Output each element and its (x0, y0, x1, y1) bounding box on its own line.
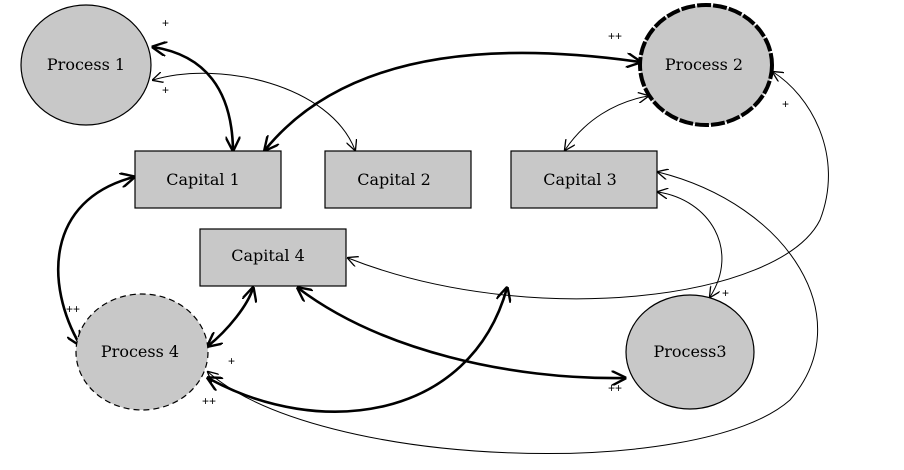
process-3-label: Process3 (653, 342, 726, 361)
edge-process4-upward (208, 288, 507, 413)
edge-capital3-process4 (208, 172, 818, 454)
mark-p4-bottom: ++ (202, 394, 216, 408)
edge-capital4-process4 (208, 288, 253, 346)
edge-capital1-process4 (56, 177, 134, 345)
process-2-label: Process 2 (665, 55, 743, 74)
mark-p3-top: + (722, 286, 729, 300)
edge-capital3-process2 (565, 96, 648, 150)
node-capital-2: Capital 2 (324, 150, 472, 209)
mark-p2-right: + (782, 97, 789, 111)
node-process-4: Process 4 (75, 293, 209, 411)
edge-capital1-process2 (265, 51, 640, 150)
mark-p3-strong: ++ (608, 381, 622, 395)
mark-p4-right: + (228, 354, 235, 368)
edge-process1-capital2 (153, 73, 355, 150)
node-process-3: Process3 (625, 294, 755, 410)
process-4-label: Process 4 (101, 342, 179, 361)
capital-2-label: Capital 2 (357, 170, 431, 189)
node-process-2: Process 2 (638, 3, 774, 127)
node-process-1: Process 1 (20, 4, 152, 126)
process-1-label: Process 1 (47, 55, 125, 74)
edge-capital4-process3 (298, 288, 625, 378)
node-capital-1: Capital 1 (134, 150, 282, 209)
capital-4-label: Capital 4 (231, 246, 305, 265)
mark-p1-top: + (162, 16, 169, 30)
mark-p4-top: ++ (66, 302, 80, 316)
edge-process1-capital1 (153, 47, 233, 150)
node-capital-3: Capital 3 (510, 150, 658, 209)
mark-p1-bottom: + (162, 83, 169, 97)
capital-3-label: Capital 3 (543, 170, 617, 189)
node-capital-4: Capital 4 (199, 228, 347, 287)
mark-p2-strong: ++ (608, 29, 622, 43)
edge-capital3-process3 (658, 192, 723, 297)
capital-1-label: Capital 1 (166, 170, 240, 189)
